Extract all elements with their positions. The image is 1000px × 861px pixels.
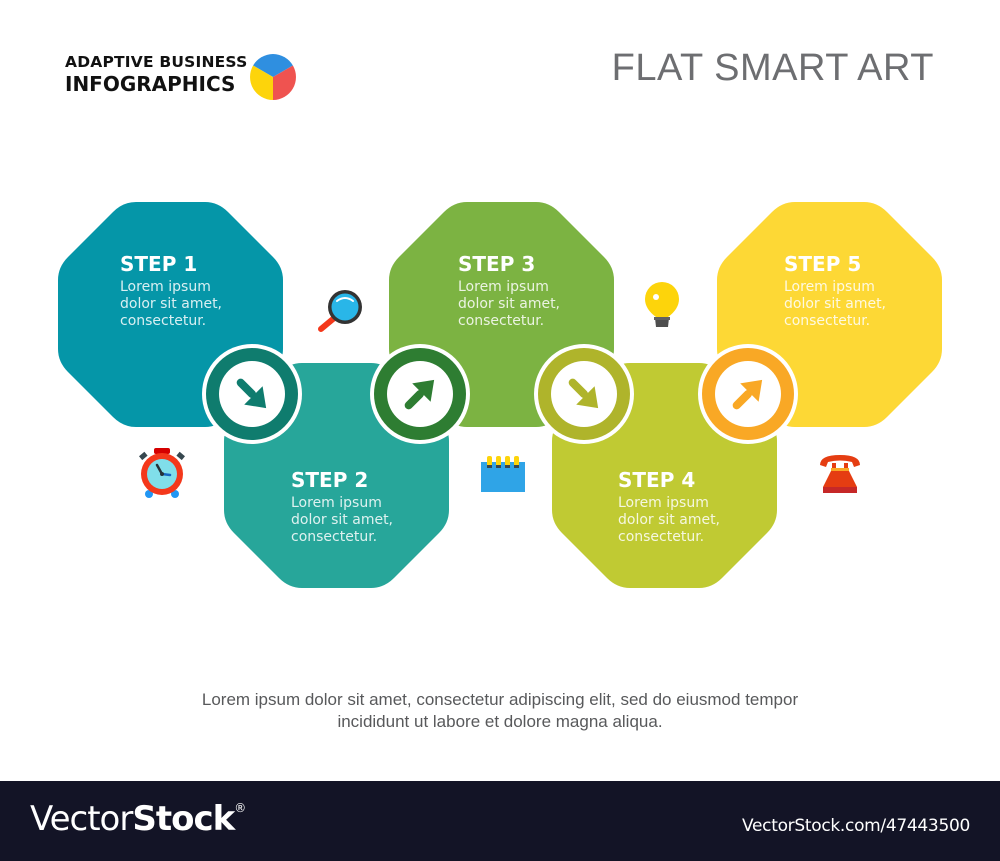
page-title: FLAT SMART ART bbox=[611, 47, 934, 89]
step-2-description: Lorem ipsum dolor sit amet, consectetur. bbox=[291, 495, 393, 546]
step-2-desc-line3: consectetur. bbox=[291, 529, 378, 545]
step-4-desc-line2: dolor sit amet, bbox=[618, 512, 721, 528]
step-3-text: STEP 3 Lorem ipsum dolor sit amet, conse… bbox=[458, 252, 560, 330]
step-2-desc-line2: dolor sit amet, bbox=[291, 512, 394, 528]
step-4-desc-line3: consectetur. bbox=[618, 529, 705, 545]
step-5-desc-line2: dolor sit amet, bbox=[784, 296, 887, 312]
step-1-desc-line3: consectetur. bbox=[120, 313, 207, 329]
step-4-title: STEP 4 bbox=[618, 468, 696, 492]
step-3-desc-line2: dolor sit amet, bbox=[458, 296, 561, 312]
light-bulb-icon bbox=[645, 282, 679, 327]
notepad-icon bbox=[481, 456, 525, 492]
step-3-desc-line1: Lorem ipsum bbox=[458, 279, 549, 295]
step-2-desc-line1: Lorem ipsum bbox=[291, 495, 382, 511]
process-diagram bbox=[58, 202, 942, 588]
caption-line1: Lorem ipsum dolor sit amet, consectetur … bbox=[201, 690, 799, 709]
step-1-desc-line2: dolor sit amet, bbox=[120, 296, 223, 312]
brand-line1: ADAPTIVE BUSINESS bbox=[65, 53, 248, 71]
logo-light: Vector bbox=[30, 799, 133, 839]
connector-3 bbox=[534, 344, 634, 444]
telephone-icon bbox=[820, 455, 860, 493]
step-5-text: STEP 5 Lorem ipsum dolor sit amet, conse… bbox=[784, 252, 886, 330]
step-3-title: STEP 3 bbox=[458, 252, 536, 276]
step-1-desc-line1: Lorem ipsum bbox=[120, 279, 211, 295]
caption-line2: incididunt ut labore et dolore magna ali… bbox=[337, 712, 663, 731]
pie-chart-icon bbox=[250, 54, 296, 100]
step-1-text: STEP 1 Lorem ipsum dolor sit amet, conse… bbox=[120, 252, 222, 330]
magnifier-icon bbox=[318, 290, 362, 332]
step-2-text: STEP 2 Lorem ipsum dolor sit amet, conse… bbox=[291, 468, 393, 546]
step-5-description: Lorem ipsum dolor sit amet, consectetur. bbox=[784, 279, 886, 330]
step-1-description: Lorem ipsum dolor sit amet, consectetur. bbox=[120, 279, 222, 330]
vectorstock-logo: VectorStock® bbox=[30, 799, 246, 839]
step-1-title: STEP 1 bbox=[120, 252, 198, 276]
step-2-title: STEP 2 bbox=[291, 468, 369, 492]
arrow-down-right-icon bbox=[236, 378, 267, 409]
arrow-up-right-icon bbox=[404, 379, 435, 410]
step-5-title: STEP 5 bbox=[784, 252, 862, 276]
logo-bold: Stock bbox=[132, 799, 235, 839]
alarm-clock-icon bbox=[139, 448, 185, 498]
image-id-link[interactable]: VectorStock.com/47443500 bbox=[742, 816, 970, 836]
arrow-down-right-icon bbox=[568, 378, 599, 409]
arrow-up-right-icon bbox=[732, 379, 763, 410]
connector-4 bbox=[698, 344, 798, 444]
step-4-text: STEP 4 Lorem ipsum dolor sit amet, conse… bbox=[618, 468, 720, 546]
step-5-desc-line1: Lorem ipsum bbox=[784, 279, 875, 295]
step-3-desc-line3: consectetur. bbox=[458, 313, 545, 329]
brand-title: ADAPTIVE BUSINESS INFOGRAPHICS bbox=[65, 53, 247, 96]
step-4-description: Lorem ipsum dolor sit amet, consectetur. bbox=[618, 495, 720, 546]
caption: Lorem ipsum dolor sit amet, consectetur … bbox=[0, 689, 1000, 733]
connector-2 bbox=[370, 344, 470, 444]
step-3-description: Lorem ipsum dolor sit amet, consectetur. bbox=[458, 279, 560, 330]
step-5-desc-line3: consectetur. bbox=[784, 313, 871, 329]
registered-mark: ® bbox=[234, 801, 246, 815]
footer-bar: VectorStock® VectorStock.com/47443500 bbox=[0, 781, 1000, 861]
step-4-desc-line1: Lorem ipsum bbox=[618, 495, 709, 511]
brand-line2: INFOGRAPHICS bbox=[65, 72, 236, 96]
connector-1 bbox=[202, 344, 302, 444]
